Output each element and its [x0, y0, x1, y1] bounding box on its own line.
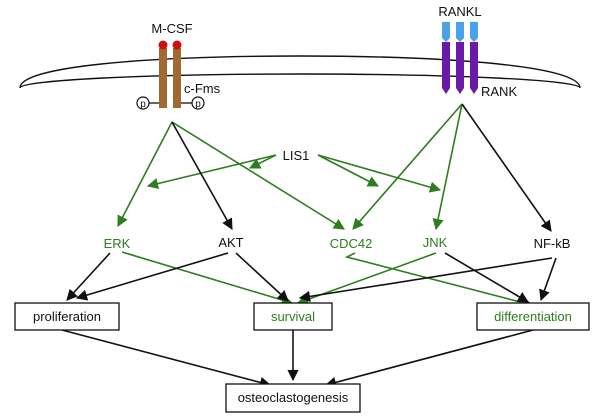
cfms-chain-left	[159, 48, 167, 108]
arrow-cfms-akt	[171, 121, 233, 230]
osteoclastogenesis-label: osteoclastogenesis	[238, 390, 349, 405]
arrow-proliferation-osteo	[61, 329, 272, 388]
arrow-lis1-jnkpath	[317, 154, 379, 187]
arrow-rank-nfkb	[461, 103, 552, 232]
rank-label: RANK	[481, 84, 517, 99]
cfms-chain-right	[173, 48, 181, 108]
black-arrows	[61, 103, 557, 388]
arrow-rank-jnk	[432, 103, 463, 231]
phospho-circle-right	[191, 96, 205, 110]
phospho-circle-left	[136, 96, 150, 110]
nfkb-label: NF-kB	[534, 236, 571, 251]
cdc42-label: CDC42	[330, 236, 373, 251]
cfms-label: c-Fms	[184, 81, 221, 96]
arrow-akt-survival	[235, 252, 289, 302]
cfms-receptor	[136, 40, 205, 110]
phospho-label-left: p	[140, 99, 146, 110]
arrow-erk-proliferation	[66, 252, 111, 301]
osteoclastogenesis-box	[225, 383, 361, 413]
rankl-ligand-1	[442, 22, 450, 42]
arrow-jnk-differentiation	[444, 252, 529, 303]
mcsf-ligand-right	[172, 40, 182, 50]
survival-label: survival	[271, 309, 315, 324]
arrow-cfms-cdc42	[171, 121, 345, 230]
rank-chain-2	[456, 42, 464, 94]
rankl-ligand-2	[456, 22, 464, 42]
erk-label: ERK	[104, 236, 131, 251]
mcsf-ligand-left	[158, 40, 168, 50]
jnk-label: JNK	[423, 235, 448, 250]
rankl-ligand-3	[470, 22, 478, 42]
akt-label: AKT	[218, 235, 243, 250]
arrow-akt-proliferation	[75, 252, 229, 301]
differentiation-label: differentiation	[494, 309, 572, 324]
lis1-label: LIS1	[283, 148, 310, 163]
proliferation-box	[14, 302, 120, 331]
green-arrows	[117, 103, 534, 308]
rank-receptor	[442, 22, 478, 94]
arrow-cfms-erk	[117, 121, 173, 227]
arrow-nfkb-survival	[298, 257, 553, 302]
rank-chain-3	[470, 42, 478, 94]
arrow-lis1-erk	[146, 154, 277, 190]
rankl-label: RANKL	[438, 4, 481, 19]
proliferation-label: proliferation	[33, 309, 101, 324]
arrow-differentiation-osteo	[324, 329, 534, 388]
arrow-lis1-cdc42path	[248, 154, 277, 169]
arrow-rank-cdc42	[352, 103, 463, 230]
phospho-label-right: p	[195, 99, 201, 110]
mcsf-label: M-CSF	[151, 21, 192, 36]
arrow-erk-survival	[121, 251, 294, 306]
rank-chain-1	[442, 42, 450, 94]
survival-box	[253, 302, 333, 331]
arrow-lis1-jnk	[317, 154, 442, 193]
arrow-cdc42-differentiation	[344, 252, 534, 308]
differentiation-box	[476, 302, 590, 331]
arrow-nfkb-differentiation	[539, 257, 557, 302]
